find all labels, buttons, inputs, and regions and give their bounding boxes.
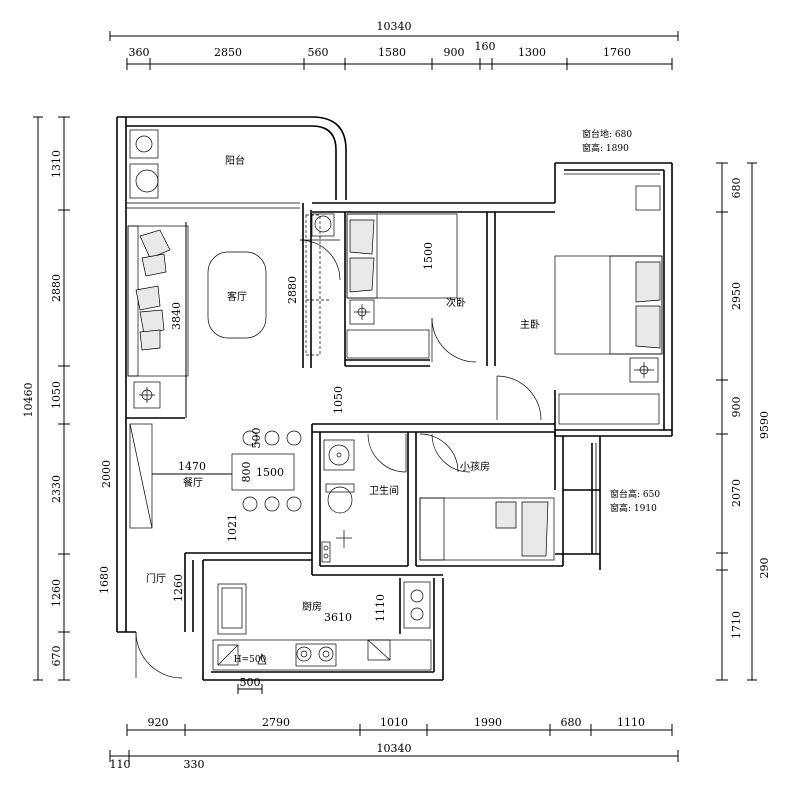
room-label-bathroom: 卫生间 bbox=[369, 484, 399, 497]
counter-height: H=500 bbox=[234, 655, 267, 665]
bottom-dim-1: 920 bbox=[148, 716, 169, 729]
kitchen-w-dim: 1110 bbox=[374, 594, 387, 622]
table-len-dim: 1500 bbox=[256, 466, 284, 479]
right-dim-1: 680 bbox=[730, 178, 743, 199]
right-window-height: 窗高: 1910 bbox=[610, 502, 657, 514]
chair-gap-dim: 500 bbox=[250, 428, 263, 449]
top-total-dim: 10340 bbox=[377, 20, 412, 33]
left-dim-3: 1050 bbox=[50, 381, 63, 409]
room-label-living: 客厅 bbox=[227, 290, 247, 303]
doors bbox=[135, 239, 542, 679]
room-label-kitchen: 厨房 bbox=[302, 600, 322, 613]
entry-w-dim: 1260 bbox=[172, 574, 185, 602]
room-label-dining: 餐厅 bbox=[183, 476, 203, 489]
bathroom-fixtures bbox=[321, 439, 355, 563]
top-window-height: 窗高: 1890 bbox=[582, 142, 629, 154]
bottom-dim-extra-1: 110 bbox=[110, 758, 131, 771]
top-dim-8: 1760 bbox=[603, 46, 631, 59]
bottom-dim-3: 1010 bbox=[380, 716, 408, 729]
bottom-dim-5: 680 bbox=[561, 716, 582, 729]
top-window-sill: 窗台地: 680 bbox=[582, 128, 632, 140]
right-dim-5: 290 bbox=[758, 558, 771, 579]
top-dim-5: 900 bbox=[444, 46, 465, 59]
dining-len-dim: 1470 bbox=[178, 460, 206, 473]
top-dim-7: 1300 bbox=[518, 46, 546, 59]
left-dim-5: 1260 bbox=[50, 579, 63, 607]
room-label-study: 小孩房 bbox=[460, 460, 490, 473]
left-dim-2: 2880 bbox=[50, 274, 63, 302]
top-dimension-lines bbox=[109, 31, 679, 70]
top-dim-1: 360 bbox=[129, 46, 150, 59]
room-label-entrance: 门厅 bbox=[146, 572, 166, 585]
right-dim-2: 2950 bbox=[730, 282, 743, 310]
dining-w-dim: 2000 bbox=[100, 460, 113, 488]
counter-dim: 500 bbox=[240, 676, 261, 689]
bottom-dim-6: 1110 bbox=[617, 716, 645, 729]
bottom-dimension-lines bbox=[109, 724, 679, 762]
dining-h-dim: 1021 bbox=[226, 514, 239, 542]
right-dim-6: 1710 bbox=[730, 611, 743, 639]
right-dimension-lines bbox=[716, 162, 757, 681]
master-bedroom-furniture bbox=[554, 173, 663, 425]
right-dim-4: 2070 bbox=[730, 479, 743, 507]
living-depth-dim: 3840 bbox=[170, 302, 183, 330]
right-total-dim: 9590 bbox=[758, 411, 771, 439]
dining-furniture bbox=[129, 423, 302, 529]
balcony-fixtures bbox=[129, 129, 159, 199]
kitchen-fixtures bbox=[212, 581, 432, 694]
top-dim-4: 1580 bbox=[378, 46, 406, 59]
left-dim-6: 670 bbox=[50, 646, 63, 667]
top-dim-2: 2850 bbox=[214, 46, 242, 59]
living-width-dim: 2880 bbox=[286, 276, 299, 304]
right-dim-3: 900 bbox=[730, 397, 743, 418]
table-w-dim: 800 bbox=[240, 462, 253, 483]
kitchen-len-dim: 3610 bbox=[324, 611, 352, 624]
bottom-total-dim: 10340 bbox=[377, 742, 412, 755]
top-dim-3: 560 bbox=[308, 46, 329, 59]
left-dim-4: 2330 bbox=[50, 475, 63, 503]
room-label-second-bedroom: 次卧 bbox=[446, 296, 466, 309]
second-bedroom-furniture bbox=[346, 213, 458, 359]
living-room-furniture bbox=[127, 213, 335, 409]
walls bbox=[116, 116, 673, 681]
bed2-width-dim: 1500 bbox=[422, 242, 435, 270]
left-dimension-lines bbox=[33, 116, 70, 681]
bottom-dim-extra-2: 330 bbox=[184, 758, 205, 771]
entry-h-dim: 1680 bbox=[98, 566, 111, 594]
bottom-dim-2: 2790 bbox=[262, 716, 290, 729]
right-window-sill: 窗台高: 650 bbox=[610, 488, 660, 500]
room-label-balcony: 阳台 bbox=[225, 154, 245, 167]
room-label-master-bedroom: 主卧 bbox=[520, 318, 540, 331]
bottom-dim-4: 1990 bbox=[474, 716, 502, 729]
left-total-dim: 10460 bbox=[22, 383, 35, 418]
corridor-dim: 1050 bbox=[332, 386, 345, 414]
top-dim-6: 160 bbox=[475, 40, 496, 53]
left-dim-1: 1310 bbox=[50, 150, 63, 178]
study-furniture bbox=[419, 443, 597, 561]
